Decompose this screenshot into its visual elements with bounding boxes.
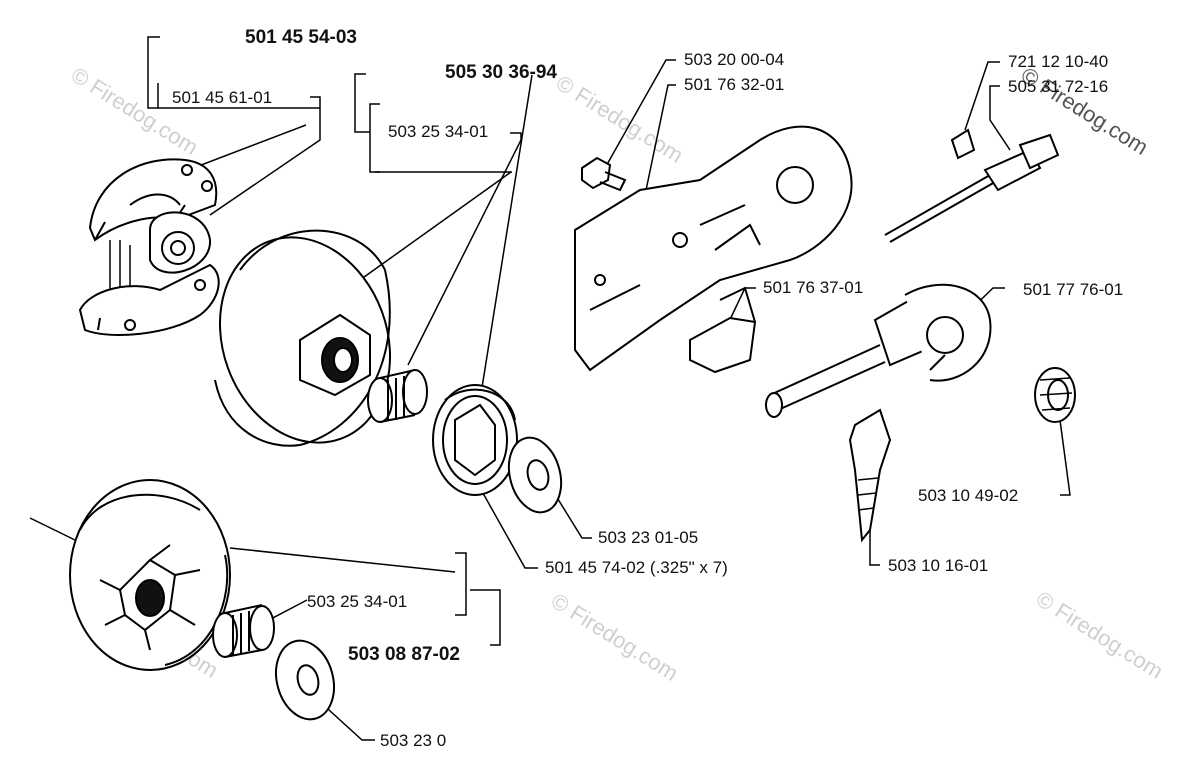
label-washer-a: 503 23 01-05: [598, 528, 699, 547]
pump-shaft: [884, 133, 1060, 243]
label-rim-sprocket: 501 45 74-02 (.325" x 7): [545, 558, 728, 577]
label-pin: 721 12 10-40: [1008, 52, 1109, 71]
oil-pump: [765, 283, 992, 418]
label-worm-gear: 503 10 49-02: [918, 486, 1019, 505]
label-washer-b: 503 23 0: [380, 731, 447, 750]
label-oil-hose: 503 10 16-01: [888, 556, 989, 575]
label-oil-pump: 501 77 76-01: [1023, 280, 1124, 299]
label-screw: 503 20 00-04: [684, 50, 785, 69]
needle-bearing-bottom: [212, 604, 275, 658]
cover-plate: [574, 125, 853, 372]
label-guide: 501 76 37-01: [763, 278, 864, 297]
label-cover-plate: 501 76 32-01: [684, 75, 785, 94]
label-clutch-kit: 501 45 54-03: [245, 27, 357, 48]
label-bearing-a: 503 25 34-01: [388, 122, 489, 141]
oil-hose: [848, 408, 892, 543]
clutch-drum-bottom: [69, 479, 231, 671]
washer-bottom: [275, 639, 335, 721]
needle-bearing-top: [367, 369, 428, 423]
label-clutch-drum-kit: 505 30 36-94: [445, 62, 557, 83]
rim-sprocket: [432, 384, 518, 496]
label-clutch-shoes: 501 45 61-01: [172, 88, 273, 107]
label-rim-drum-kit: 503 08 87-02: [348, 644, 460, 665]
label-bearing-b: 503 25 34-01: [307, 592, 408, 611]
worm-gear: [1034, 367, 1076, 423]
bolt: [581, 156, 627, 192]
guide: [689, 286, 757, 374]
clutch-assembly: [78, 158, 220, 336]
pin: [950, 128, 976, 160]
washer-top: [507, 436, 563, 514]
leader-lines: [29, 36, 1071, 741]
label-pump-shaft: 505 31 72-16: [1008, 77, 1109, 96]
clutch-drum-top: [214, 229, 392, 447]
